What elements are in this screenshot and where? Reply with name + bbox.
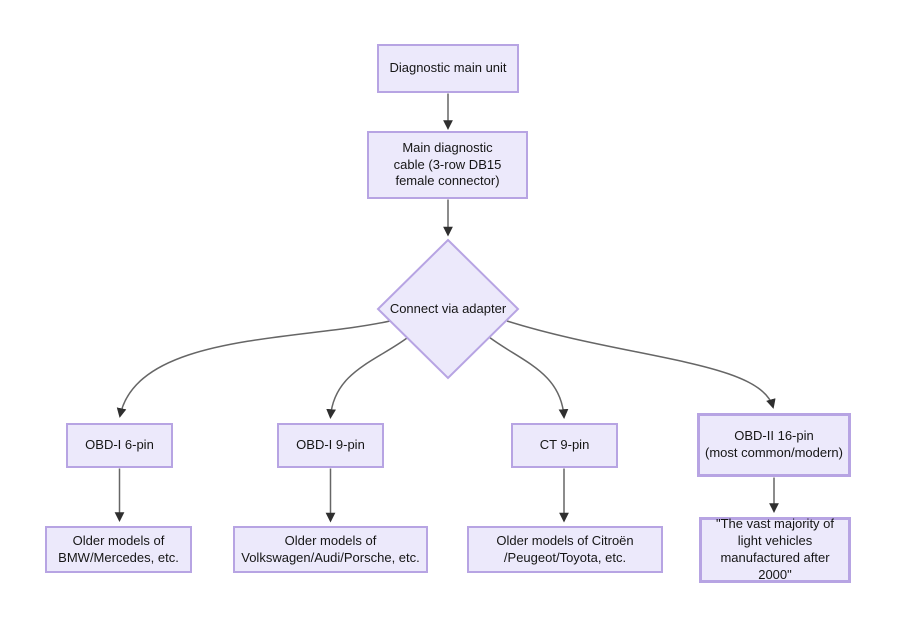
node-obd2-16pin: OBD-II 16-pin (most common/modern) (697, 413, 851, 477)
node-label: OBD-I 6-pin (85, 437, 154, 453)
edge-decision-to-obd1-9pin (326, 337, 408, 419)
node-models-bmw-mercedes: Older models of BMW/Mercedes, etc. (45, 526, 192, 573)
node-label: Older models of Volkswagen/Audi/Porsche,… (241, 532, 420, 565)
node-connect-via-adapter: Connect via adapter (378, 240, 518, 378)
edge-decision-to-obd1-6pin (116, 320, 391, 418)
node-label: Connect via adapter (389, 300, 507, 316)
node-label: "The vast majority of light vehicles man… (715, 516, 835, 582)
node-label: Diagnostic main unit (389, 60, 507, 76)
node-obd2-note: "The vast majority of light vehicles man… (699, 516, 851, 583)
edge-decision-to-ct-9pin (488, 336, 569, 419)
node-label: OBD-II 16-pin (most common/modern) (705, 428, 843, 460)
node-obd1-6pin: OBD-I 6-pin (66, 423, 173, 468)
edge-decision-to-obd2-16pin (506, 320, 776, 409)
node-label: OBD-I 9-pin (296, 437, 365, 453)
node-obd1-9pin: OBD-I 9-pin (277, 423, 384, 468)
node-diagnostic-main-unit: Diagnostic main unit (377, 44, 519, 93)
node-label: CT 9-pin (539, 437, 590, 453)
node-label: Main diagnostic cable (3-row DB15 female… (393, 139, 502, 189)
node-models-citroen-peugeot-toyota: Older models of Citroën /Peugeot/Toyota,… (467, 526, 663, 573)
node-ct-9pin: CT 9-pin (511, 423, 618, 468)
node-label: Older models of BMW/Mercedes, etc. (58, 532, 179, 565)
node-models-vw-audi-porsche: Older models of Volkswagen/Audi/Porsche,… (233, 526, 428, 573)
node-label: Older models of Citroën /Peugeot/Toyota,… (496, 532, 634, 565)
decision-diamond-shape (376, 238, 520, 380)
node-main-diagnostic-cable: Main diagnostic cable (3-row DB15 female… (367, 131, 528, 199)
